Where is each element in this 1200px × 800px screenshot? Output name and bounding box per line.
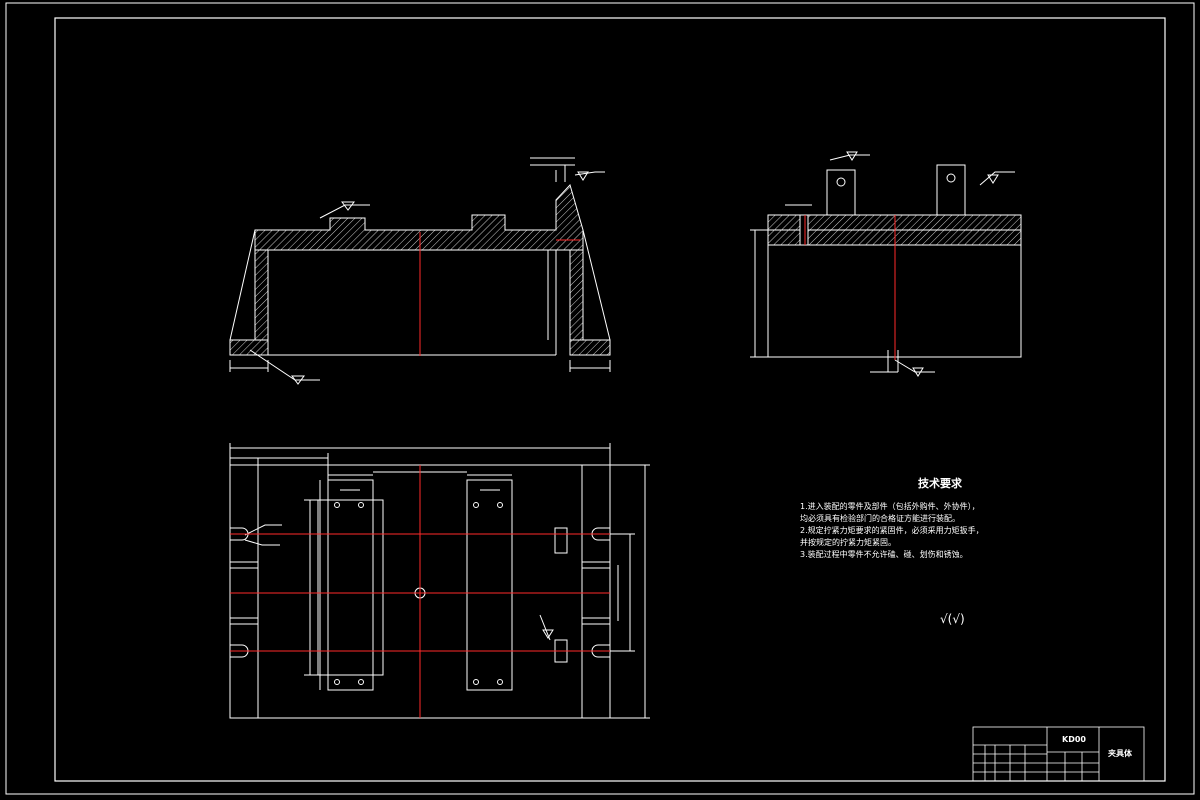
drawing-code: KD00 — [1062, 735, 1086, 744]
requirement-line: 3.装配过程中零件不允许磕、碰、划伤和锈蚀。 — [800, 550, 968, 559]
front-section-view — [229, 157, 611, 385]
plan-centerlines — [230, 465, 610, 718]
drawing-name: 夹具体 — [1108, 749, 1132, 758]
requirement-line: 1.进入装配的零件及部件（包括外购件、外协件）， — [800, 502, 980, 511]
side-view — [750, 151, 1022, 377]
requirement-line: 均必须具有检验部门的合格证方能进行装配。 — [800, 514, 960, 523]
sheet-inner-border — [54, 17, 1166, 782]
plan-view — [229, 443, 650, 719]
requirement-line: 2.规定拧紧力矩要求的紧固件，必须采用力矩扳手， — [800, 526, 984, 535]
sheet-outer-border — [5, 2, 1195, 795]
requirement-line: 并按规定的拧紧力矩紧固。 — [800, 538, 896, 547]
technical-requirements: 技术要求 1.进入装配的零件及部件（包括外购件、外协件）， 均必须具有检验部门的… — [800, 475, 1060, 561]
surface-roughness-symbol: √(√) — [940, 612, 965, 626]
technical-requirements-title: 技术要求 — [918, 477, 962, 490]
title-block — [972, 726, 1145, 782]
